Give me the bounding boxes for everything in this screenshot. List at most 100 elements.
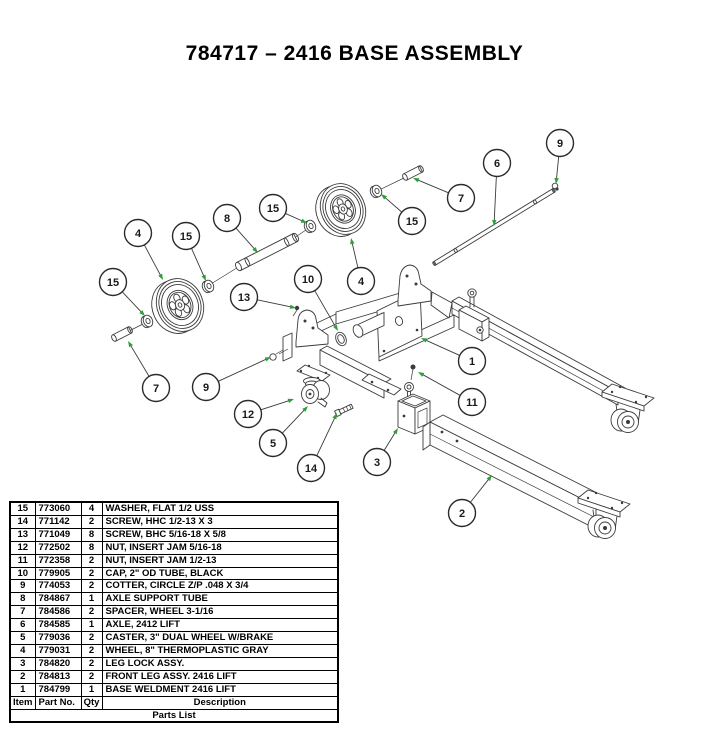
washer-flat-2: [201, 279, 215, 294]
cell-desc: NUT, INSERT JAM 1/2-13: [101, 553, 339, 568]
table-header-row: Item Part No. Qty Description: [9, 695, 339, 710]
cell-item: 1: [9, 682, 36, 697]
leader-line: [143, 244, 162, 276]
leader-line: [384, 196, 403, 213]
axle-rod: [432, 188, 556, 266]
balloon-4-wheel-8in-left: 4: [123, 218, 163, 280]
cell-part: 771142: [34, 514, 82, 529]
cell-item: 7: [9, 605, 36, 620]
balloon-9-cotter-ring: 9: [545, 128, 575, 184]
balloon-7-wheel-spacer: 7: [128, 341, 171, 403]
balloon-number: 5: [270, 438, 276, 450]
cell-part: 784813: [34, 669, 82, 684]
leader-arrowhead: [486, 475, 492, 482]
cell-desc: NUT, INSERT JAM 5/16-18: [101, 540, 339, 555]
leader-line: [257, 299, 292, 308]
leader-arrowhead: [302, 406, 308, 412]
balloon-number: 6: [494, 158, 500, 170]
balloon-12-jam-nut: 12: [233, 398, 294, 429]
balloon-3-leg-lock-assembly: 3: [362, 428, 398, 477]
balloon-15-washer-flat: 15: [171, 221, 206, 281]
cell-item: 12: [9, 540, 36, 555]
balloon-circle: [123, 218, 153, 248]
balloon-circle: [191, 372, 221, 402]
cell-qty: 2: [80, 643, 103, 658]
leader-line: [417, 179, 449, 194]
cell-qty: 1: [80, 592, 103, 607]
leader-line: [191, 248, 205, 277]
leg-lock-assembly: [397, 382, 431, 435]
leader-arrowhead: [287, 398, 294, 403]
leader-arrowhead: [289, 304, 296, 309]
balloon-number: 11: [466, 397, 478, 409]
header-item: Item: [9, 695, 36, 710]
cell-qty: 2: [80, 631, 103, 645]
cell-item: 6: [9, 618, 36, 633]
cell-qty: 2: [80, 605, 103, 620]
balloon-number: 14: [305, 463, 318, 475]
cell-desc: AXLE, 2412 LIFT: [101, 618, 339, 633]
cell-part: 784586: [34, 605, 82, 620]
axle-support-tube: [235, 232, 299, 272]
cell-part: 779036: [34, 631, 82, 645]
balloon-circle: [397, 206, 427, 236]
cell-qty: 2: [80, 669, 103, 684]
balloon-circle: [171, 221, 201, 251]
balloon-circle: [457, 387, 487, 417]
cotter-ring-left: [269, 349, 284, 361]
parts-list-caption: Parts List: [9, 708, 339, 723]
leader-arrowhead: [128, 341, 133, 348]
balloon-7-wheel-spacer: 7: [413, 178, 476, 213]
hhc-screw: [334, 403, 354, 417]
balloon-2-front-leg-assembly: 2: [447, 475, 492, 528]
balloon-number: 7: [458, 193, 464, 205]
balloon-number: 3: [374, 457, 380, 469]
cell-desc: CASTER, 3" DUAL WHEEL W/BRAKE: [101, 631, 339, 645]
leader-arrowhead: [264, 357, 271, 362]
cell-desc: AXLE SUPPORT TUBE: [101, 592, 339, 607]
tube-cap: [335, 331, 347, 347]
cell-part: 771049: [34, 527, 82, 542]
balloon-9-cotter-ring: 9: [191, 357, 271, 402]
balloon-circle: [346, 266, 376, 296]
cell-item: 2: [9, 669, 36, 684]
cell-desc: WHEEL, 8" THERMOPLASTIC GRAY: [101, 643, 339, 658]
leader-arrowhead: [554, 177, 559, 184]
leader-arrowhead: [413, 178, 420, 183]
balloon-number: 1: [469, 356, 475, 368]
cell-item: 10: [9, 566, 36, 581]
cotter-ring-right: [551, 182, 559, 191]
cell-part: 773060: [34, 501, 82, 516]
caster-front-leg: [577, 489, 631, 539]
leader-line: [218, 358, 267, 382]
balloon-number: 15: [180, 231, 192, 243]
cell-qty: 2: [80, 579, 103, 594]
leader-arrowhead: [201, 274, 206, 281]
cell-part: 779031: [34, 643, 82, 658]
cell-qty: 2: [80, 656, 103, 671]
balloon-10-tube-cap: 10: [293, 264, 338, 331]
washer-flat-3: [303, 219, 317, 234]
cell-qty: 8: [80, 527, 103, 542]
balloon-circle: [229, 282, 259, 312]
cell-desc: LEG LOCK ASSY.: [101, 656, 339, 671]
table-footer-row: Parts List: [9, 708, 339, 723]
cell-item: 4: [9, 643, 36, 658]
leader-line: [425, 339, 460, 356]
cell-item: 13: [9, 527, 36, 542]
balloon-circle: [141, 373, 171, 403]
base-weldment: [269, 264, 655, 433]
header-qty: Qty: [80, 695, 103, 710]
wheel-spacer-right: [402, 165, 424, 181]
leader-line: [121, 291, 142, 313]
